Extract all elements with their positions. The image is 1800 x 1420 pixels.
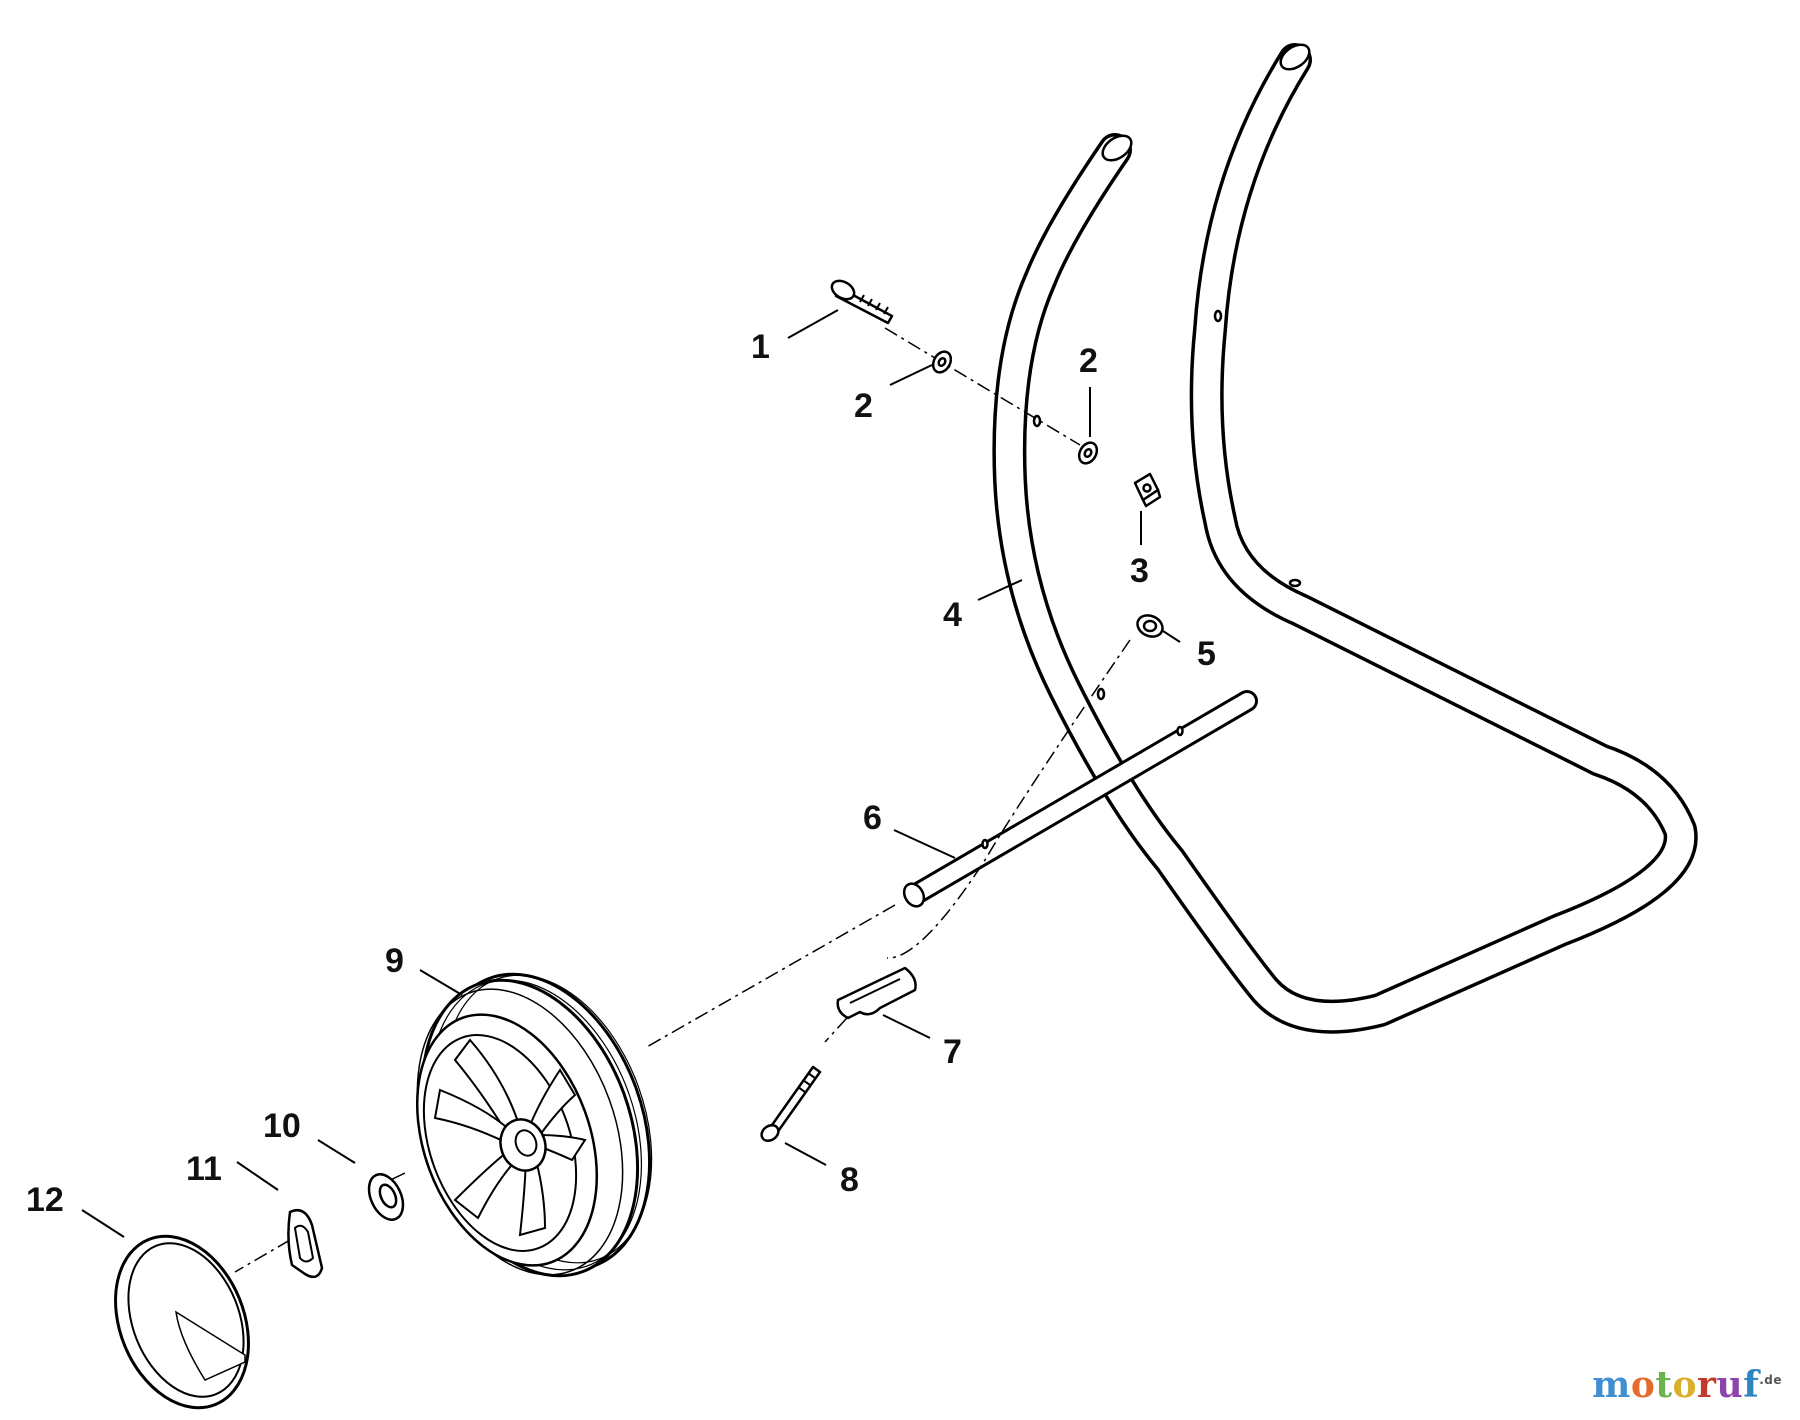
callout-3: 3 bbox=[1130, 552, 1149, 590]
callout-5: 5 bbox=[1197, 635, 1216, 673]
callout-labels: 1 2 2 3 4 5 6 7 8 9 10 11 12 bbox=[26, 328, 1216, 1219]
callout-2b: 2 bbox=[1079, 342, 1098, 380]
callout-4: 4 bbox=[943, 596, 962, 634]
callout-2a: 2 bbox=[854, 387, 873, 425]
square-nut-3 bbox=[1133, 472, 1162, 508]
callout-10: 10 bbox=[263, 1107, 301, 1145]
callout-9: 9 bbox=[385, 942, 404, 980]
washer-10 bbox=[367, 1173, 405, 1221]
bolt-8 bbox=[760, 1065, 822, 1142]
wheel-9 bbox=[415, 972, 653, 1278]
callout-1: 1 bbox=[751, 328, 770, 366]
clamp-bracket-7 bbox=[836, 966, 917, 1020]
callout-12: 12 bbox=[26, 1181, 64, 1219]
washer-2a bbox=[931, 350, 953, 374]
handle-frame bbox=[992, 43, 1698, 1034]
nut-5 bbox=[1136, 614, 1164, 638]
axle bbox=[902, 690, 1258, 908]
callout-7: 7 bbox=[943, 1033, 962, 1071]
callout-6: 6 bbox=[863, 799, 882, 837]
callout-8: 8 bbox=[840, 1161, 859, 1199]
callout-11: 11 bbox=[186, 1150, 222, 1188]
hub-cap-12 bbox=[114, 1234, 250, 1410]
leader-lines bbox=[81, 309, 1181, 1238]
washer-2b bbox=[1077, 441, 1099, 465]
site-watermark-logo: motoruf.de bbox=[1592, 1364, 1782, 1406]
retaining-clip-11 bbox=[287, 1208, 324, 1279]
bolt-1 bbox=[830, 279, 894, 325]
